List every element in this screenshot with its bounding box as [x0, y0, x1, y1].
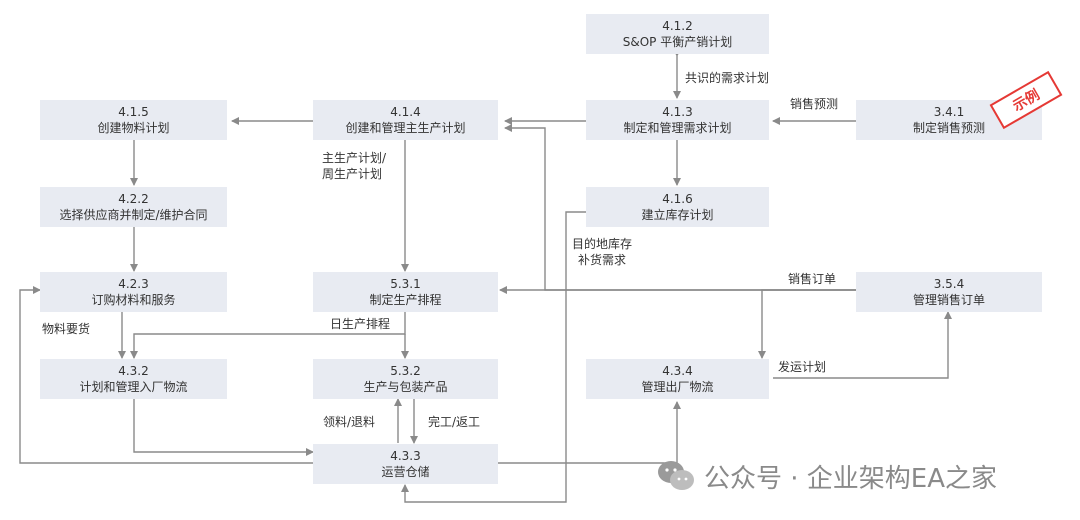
label-mps-weekly: 主生产计划/ 周生产计划 [322, 151, 387, 181]
watermark-text: 公众号 · 企业架构EA之家 [704, 463, 998, 494]
node-number: 4.2.3 [118, 277, 149, 291]
node-title: 订购材料和服务 [91, 293, 176, 307]
node-4-1-2: 4.1.2 S&OP 平衡产销计划 [586, 14, 769, 54]
edge-432-433 [133, 399, 314, 456]
edge-531-432-daily [130, 312, 406, 359]
node-5-3-2: 5.3.2 生产与包装产品 [313, 359, 498, 399]
node-4-3-3: 4.3.3 运营仓储 [313, 444, 498, 484]
node-title: 生产与包装产品 [363, 380, 448, 394]
node-title: 创建物料计划 [97, 121, 170, 135]
node-title: 计划和管理入厂物流 [79, 380, 188, 394]
node-title: 制定和管理需求计划 [623, 121, 732, 135]
label-sales-order: 销售订单 [788, 272, 837, 286]
node-number: 5.3.1 [390, 277, 421, 291]
edge-433-423 [19, 286, 313, 464]
node-3-5-4: 3.5.4 管理销售订单 [856, 272, 1042, 312]
node-number: 4.1.6 [662, 192, 693, 206]
node-4-1-4: 4.1.4 创建和管理主生产计划 [313, 100, 498, 140]
node-number: 3.5.4 [933, 277, 965, 291]
node-title: 选择供应商并制定/维护合同 [59, 208, 208, 222]
node-title: 制定销售预测 [912, 121, 985, 135]
node-4-1-5: 4.1.5 创建物料计划 [40, 100, 227, 140]
node-title: 管理销售订单 [912, 293, 985, 307]
node-number: 4.1.5 [118, 105, 149, 119]
node-number: 5.3.2 [390, 364, 421, 378]
label-daily-schedule: 日生产排程 [330, 317, 391, 331]
edge-354-434 [758, 289, 856, 359]
edge-434-354 [773, 311, 952, 379]
node-title: 制定生产排程 [369, 293, 442, 307]
node-title: S&OP 平衡产销计划 [622, 35, 733, 49]
node-number: 4.1.4 [390, 105, 421, 119]
watermark: 公众号 · 企业架构EA之家 [656, 458, 997, 494]
edge-433-434 [498, 401, 681, 464]
node-4-1-3: 4.1.3 制定和管理需求计划 [586, 100, 769, 140]
label-consensus-demand: 共识的需求计划 [685, 71, 770, 85]
edge-354-414 [504, 124, 856, 291]
node-5-3-1: 5.3.1 制定生产排程 [313, 272, 498, 312]
node-4-3-4: 4.3.4 管理出厂物流 [586, 359, 769, 399]
node-4-2-3: 4.2.3 订购材料和服务 [40, 272, 227, 312]
label-sales-forecast: 销售预测 [790, 97, 839, 111]
node-title: 建立库存计划 [641, 208, 714, 222]
node-title: 管理出厂物流 [641, 380, 714, 394]
node-number: 3.4.1 [933, 105, 965, 119]
node-number: 4.3.4 [662, 364, 693, 378]
node-title: 创建和管理主生产计划 [345, 121, 466, 135]
label-material-request: 物料要货 [42, 322, 91, 336]
node-4-1-6: 4.1.6 建立库存计划 [586, 187, 769, 227]
node-number: 4.3.2 [118, 364, 149, 378]
wechat-icon [658, 461, 694, 490]
label-complete-rework: 完工/返工 [428, 415, 481, 429]
node-number: 4.2.2 [118, 192, 149, 206]
node-number: 4.1.3 [662, 105, 693, 119]
node-4-2-2: 4.2.2 选择供应商并制定/维护合同 [40, 187, 227, 227]
node-number: 4.3.3 [390, 449, 421, 463]
node-title: 运营仓储 [381, 465, 430, 479]
node-number: 4.1.2 [662, 19, 693, 33]
label-replenishment: 目的地库存 补货需求 [572, 237, 633, 267]
edge-416-433 [401, 211, 586, 503]
node-4-3-2: 4.3.2 计划和管理入厂物流 [40, 359, 227, 399]
label-shipping-plan: 发运计划 [778, 360, 827, 374]
label-pick-return: 领料/退料 [323, 415, 376, 429]
